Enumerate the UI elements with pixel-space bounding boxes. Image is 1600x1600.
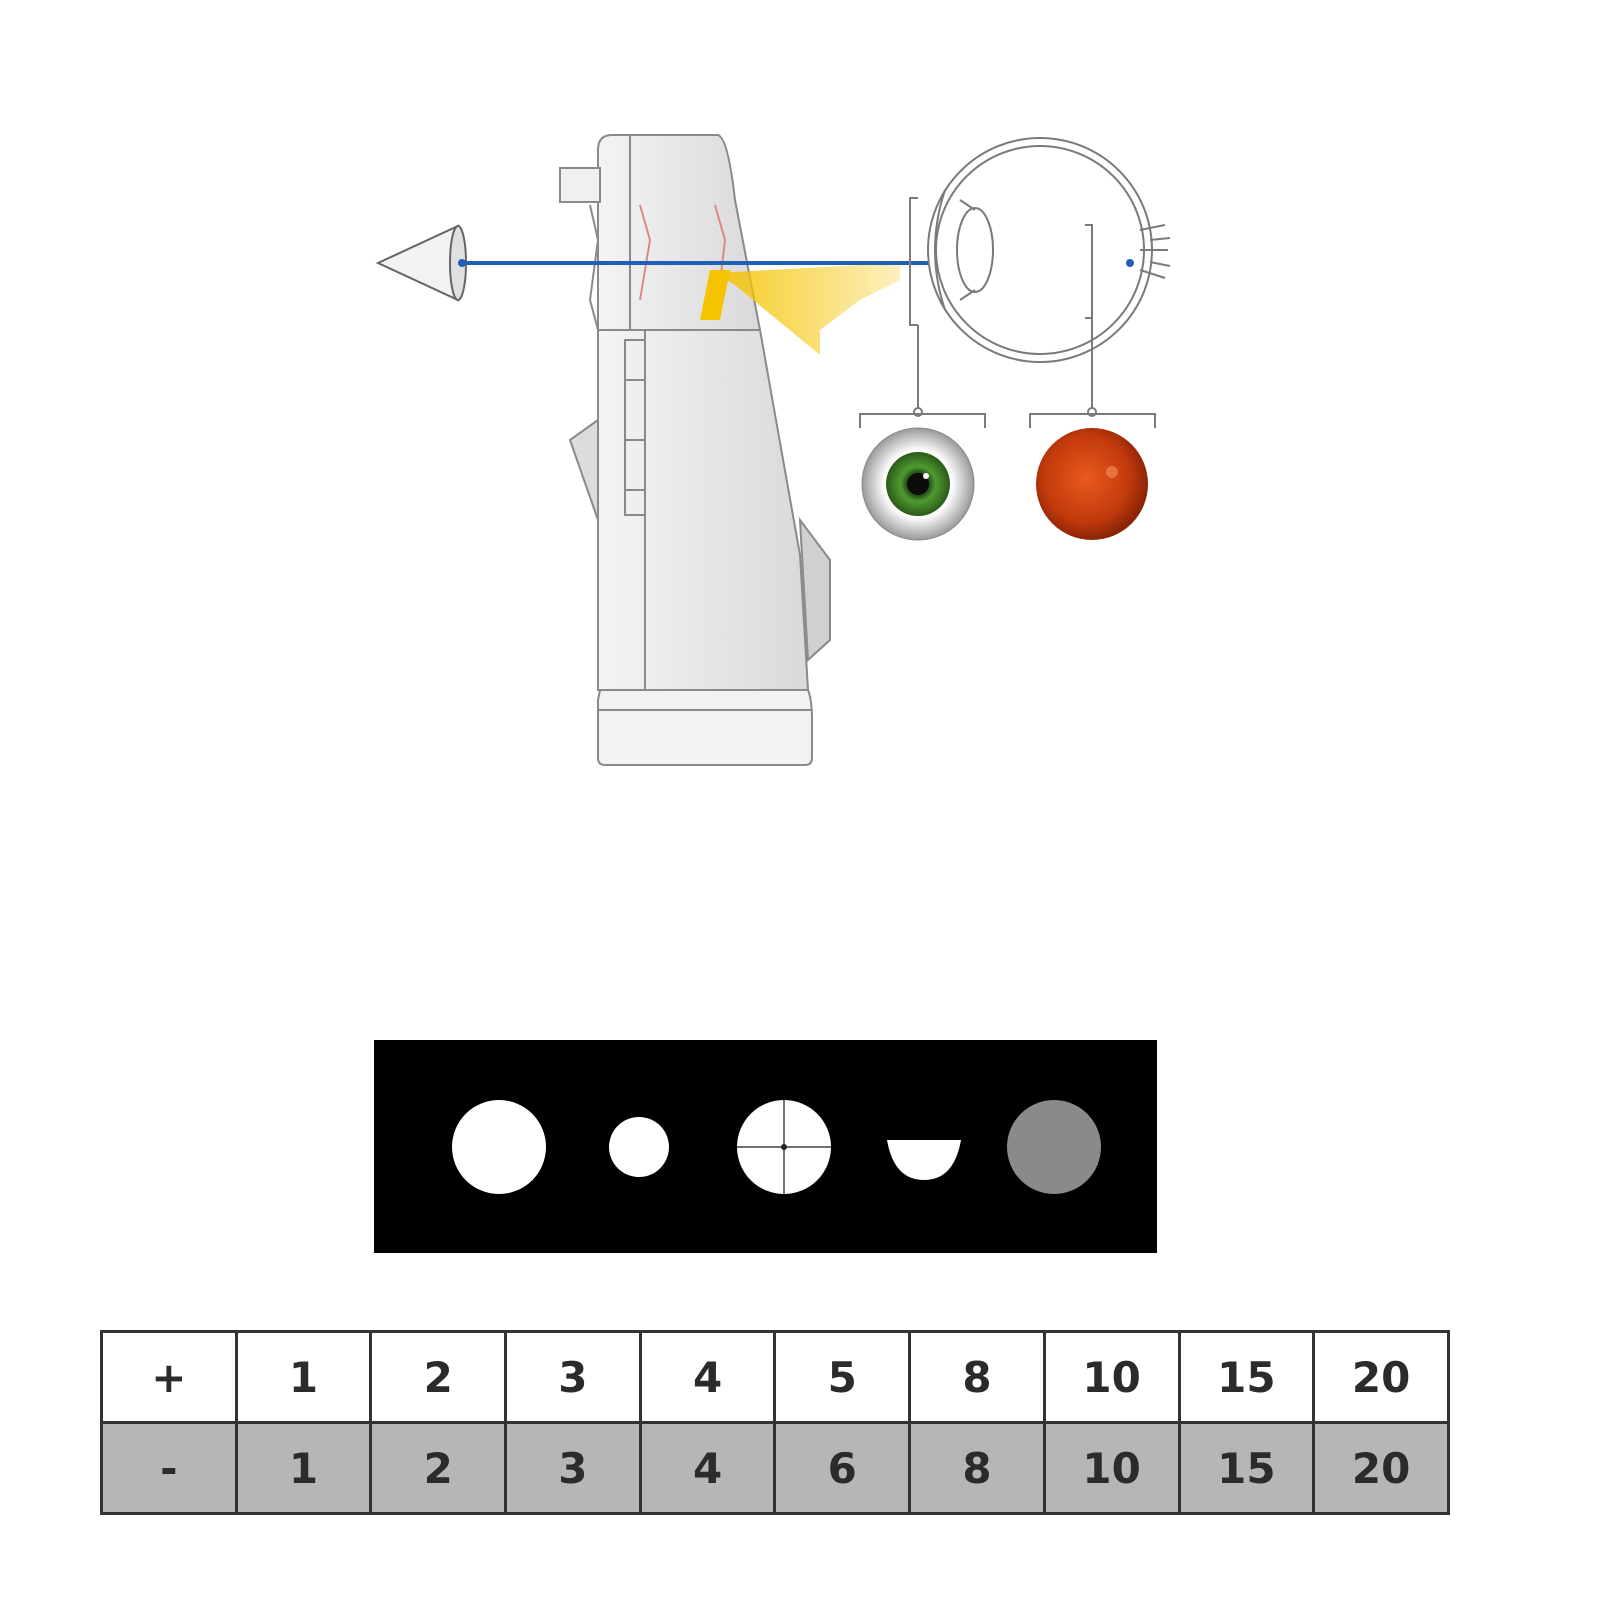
red-free-filter-aperture [1007, 1100, 1101, 1194]
minus-cell: - [100, 1421, 238, 1515]
anterior-eye-icon [861, 427, 975, 541]
plus-cell: 15 [1177, 1330, 1316, 1424]
plus-cell: 8 [908, 1330, 1046, 1424]
plus-cell: 3 [504, 1330, 642, 1424]
observer-eye-cone-icon [375, 224, 467, 302]
minus-lens-row: - 1 2 3 4 6 8 10 15 20 [100, 1421, 1450, 1515]
plus-cell: + [100, 1330, 238, 1424]
lens-power-table: + 1 2 3 4 5 8 10 15 20 - 1 2 3 4 6 8 10 … [100, 1330, 1450, 1515]
plus-cell: 20 [1312, 1330, 1450, 1424]
fundus-icon [1036, 428, 1148, 540]
large-spot-aperture [452, 1100, 546, 1194]
minus-cell: 10 [1042, 1421, 1181, 1515]
callout-brackets [859, 197, 1156, 428]
aperture-strip-svg [452, 1100, 1101, 1194]
small-spot-aperture [609, 1117, 669, 1177]
minus-cell: 3 [504, 1421, 642, 1515]
slit-half-circle-aperture [887, 1140, 961, 1180]
minus-cell: 4 [638, 1421, 777, 1515]
ophthalmoscope-svg [375, 134, 1171, 766]
plus-cell: 2 [369, 1330, 508, 1424]
minus-cell: 15 [1177, 1421, 1316, 1515]
plus-cell: 5 [773, 1330, 912, 1424]
ophthalmoscope-diagram [375, 134, 1171, 766]
aperture-strip [374, 1040, 1157, 1253]
plus-lens-row: + 1 2 3 4 5 8 10 15 20 [100, 1330, 1450, 1424]
minus-cell: 2 [369, 1421, 508, 1515]
plus-cell: 10 [1042, 1330, 1181, 1424]
reticle-aperture [737, 1100, 831, 1194]
plus-cell: 4 [638, 1330, 777, 1424]
eye-cross-section-icon [927, 137, 1171, 363]
minus-cell: 6 [773, 1421, 912, 1515]
minus-cell: 20 [1312, 1421, 1450, 1515]
plus-cell: 1 [234, 1330, 373, 1424]
ophthalmoscope-body [559, 134, 831, 766]
minus-cell: 1 [234, 1421, 373, 1515]
minus-cell: 8 [908, 1421, 1046, 1515]
